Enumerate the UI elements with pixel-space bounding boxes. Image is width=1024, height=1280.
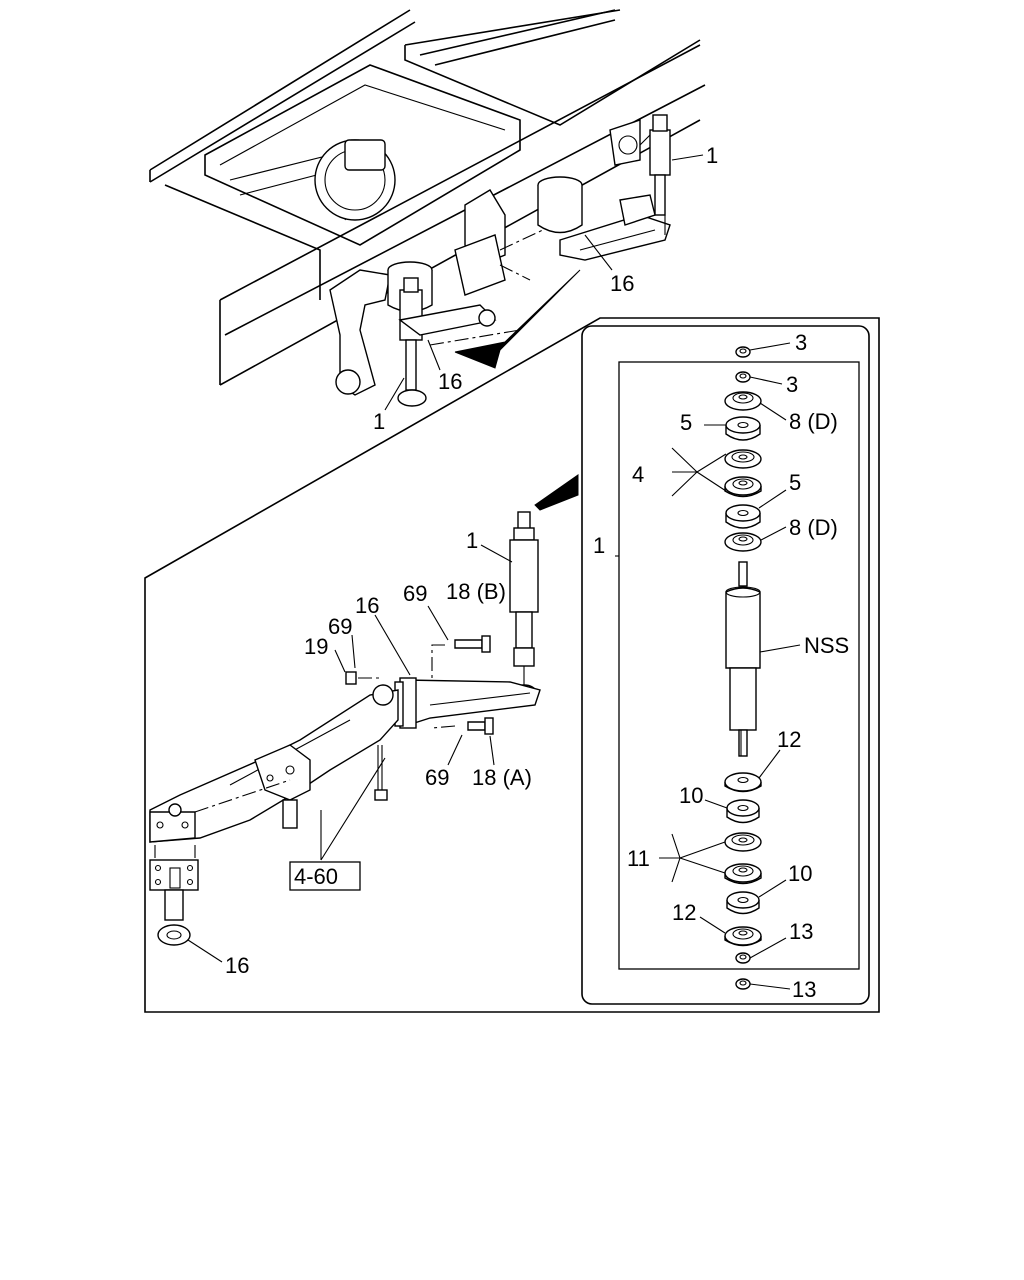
assembly-label-washer-left: 69 [328, 614, 352, 639]
assembly-view: 1 16 69 18 (B) 69 19 69 18 (A) 4-60 16 [149, 474, 579, 978]
vehicle-frame-overview: 1 16 16 1 [149, 9, 718, 434]
exploded-label-group-1: 1 [593, 533, 605, 558]
exploded-label-nut-13-outer: 13 [792, 977, 816, 1002]
exploded-label-cushion-8d-bottom: 8 (D) [789, 515, 838, 540]
assembly-label-bolt-a: 18 (A) [472, 765, 532, 790]
exploded-label-nut-outer: 3 [795, 330, 807, 355]
exploded-label-washer-5-top: 5 [680, 410, 692, 435]
assembly-label-bolt-b: 18 (B) [446, 579, 506, 604]
exploded-label-washer-5-bottom: 5 [789, 470, 801, 495]
exploded-inner-box [618, 361, 860, 970]
assembly-label-bolt-b-washer: 69 [403, 581, 427, 606]
exploded-label-group-4: 4 [632, 462, 644, 487]
exploded-label-shock-body: NSS [804, 633, 849, 658]
exploded-label-washer-10-bottom: 10 [788, 861, 812, 886]
overview-label-bracket-right: 16 [610, 271, 634, 296]
overview-label-shock-right: 1 [706, 143, 718, 168]
exploded-label-cushion-12-top: 12 [777, 727, 801, 752]
assembly-label-ref-box: 4-60 [294, 864, 338, 889]
overview-label-bracket-left: 16 [438, 369, 462, 394]
exploded-label-group-11: 11 [627, 846, 650, 871]
exploded-label-cushion-8d-top: 8 (D) [789, 409, 838, 434]
assembly-label-washer-bottom: 69 [425, 765, 449, 790]
detail-arrow [534, 474, 579, 511]
exploded-view: 3 3 8 (D) 5 4 5 8 (D) NSS 1 12 10 11 10 … [581, 325, 870, 1005]
detail-frame [144, 317, 880, 1013]
exploded-label-nut-13-inner: 13 [789, 919, 813, 944]
assembly-label-shock: 1 [466, 528, 478, 553]
assembly-label-nut: 19 [304, 634, 328, 659]
exploded-label-nut-inner: 3 [786, 372, 798, 397]
exploded-label-washer-10-top: 10 [679, 783, 703, 808]
exploded-label-cushion-12-bottom: 12 [672, 900, 696, 925]
assembly-label-bracket-bottom: 16 [225, 953, 249, 978]
view-arrow [454, 269, 581, 353]
assembly-label-bracket-top: 16 [355, 593, 379, 618]
exploded-outer-box [581, 325, 870, 1005]
ref-box [289, 861, 361, 891]
overview-label-shock-left: 1 [373, 409, 385, 434]
